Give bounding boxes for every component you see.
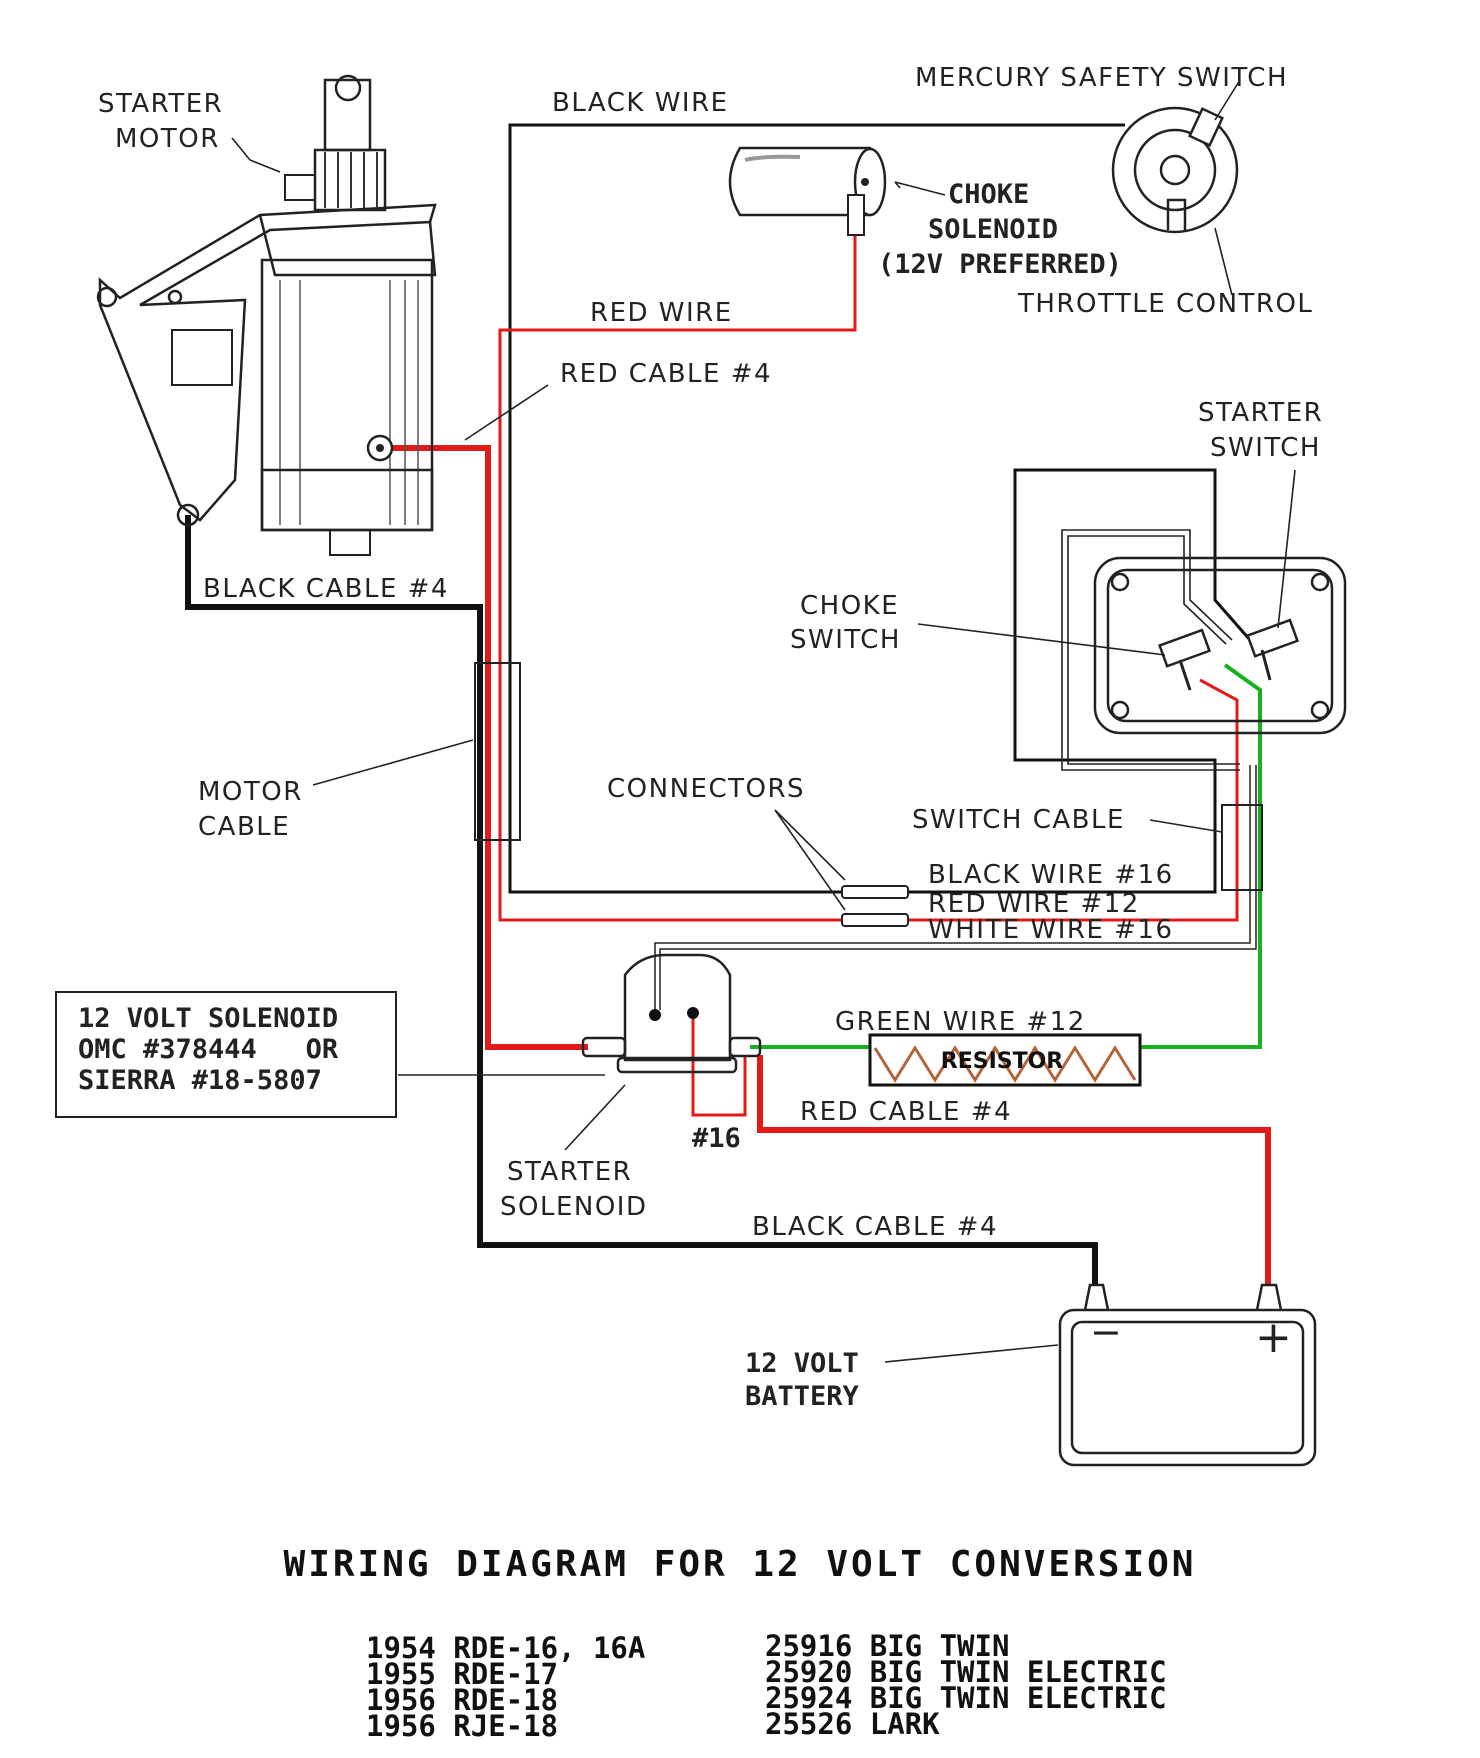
- solenoid-info-box: [55, 991, 397, 1118]
- choke-switch-label-2: SWITCH: [790, 625, 901, 655]
- choke-solenoid-label-3: (12V PREFERRED): [878, 249, 1122, 280]
- green-wire-12-label: GREEN WIRE #12: [835, 1007, 1086, 1037]
- model-right-1: 25920 BIG TWIN ELECTRIC: [765, 1655, 1167, 1689]
- red-cable-4-top: [392, 445, 588, 1050]
- model-right-2: 25924 BIG TWIN ELECTRIC: [765, 1681, 1167, 1715]
- starter-motor-label-1: STARTER: [98, 89, 223, 119]
- black-wire-top-label: BLACK WIRE: [552, 88, 729, 118]
- diagram-title: WIRING DIAGRAM FOR 12 VOLT CONVERSION: [284, 1544, 1197, 1585]
- resistor-zigzag: [873, 1045, 1137, 1083]
- mercury-safety-switch-label: MERCURY SAFETY SWITCH: [915, 63, 1288, 93]
- model-left-1: 1955 RDE-17: [366, 1657, 558, 1691]
- switch-loop-outer: [1061, 529, 1240, 771]
- starter-switch-label-1: STARTER: [1198, 398, 1323, 428]
- starter-solenoid-label-1: STARTER: [507, 1157, 632, 1187]
- switch-loop-inner: [1067, 535, 1240, 765]
- hash-16-label: #16: [692, 1123, 741, 1154]
- resistor: RESISTOR: [868, 1033, 1142, 1087]
- pointer-lines: [231, 79, 1296, 1363]
- choke-solenoid-label-1: CHOKE: [948, 179, 1029, 210]
- motor-cable-sheath: [474, 662, 521, 841]
- starter-motor: [96, 74, 437, 556]
- starter-switch-label-2: SWITCH: [1210, 433, 1321, 463]
- model-left-2: 1956 RDE-18: [366, 1683, 558, 1717]
- black-cable-4-left-label: BLACK CABLE #4: [203, 574, 449, 604]
- switch-plate: [1093, 556, 1347, 735]
- black-wire-top: [508, 123, 1125, 894]
- black-cable-4-bottom-label: BLACK CABLE #4: [752, 1212, 998, 1242]
- model-left-0: 1954 RDE-16, 16A: [366, 1631, 645, 1665]
- model-right-0: 25916 BIG TWIN: [765, 1629, 1009, 1663]
- red-wire-top: [498, 235, 857, 922]
- white-wire-16-label: WHITE WIRE #16: [928, 915, 1174, 945]
- battery-minus-sign: −: [1090, 1310, 1123, 1354]
- starter-solenoid-label-2: SOLENOID: [500, 1192, 647, 1222]
- wires: [185, 123, 1271, 1285]
- solenoid-box-line2: OMC #378444 OR: [78, 1034, 339, 1065]
- throttle-control-label: THROTTLE CONTROL: [1017, 289, 1313, 319]
- choke-solenoid: [728, 146, 887, 236]
- solenoid-box-line1: 12 VOLT SOLENOID: [78, 1003, 338, 1034]
- switch-cable-label: SWITCH CABLE: [912, 805, 1125, 835]
- red-wire-12: [905, 678, 1239, 922]
- connectors: [841, 885, 909, 927]
- resistor-label: RESISTOR: [941, 1049, 1064, 1074]
- red-wire-12-label: RED WIRE #12: [928, 889, 1140, 919]
- battery-label-2: BATTERY: [745, 1381, 860, 1412]
- solenoid-box-line3: SIERRA #18-5807: [78, 1065, 322, 1096]
- black-cable-4: [185, 515, 1098, 1285]
- battery-plus-sign: +: [1255, 1312, 1293, 1363]
- green-wire-12b: [1140, 663, 1262, 1049]
- red-wire-16: [691, 1015, 747, 1117]
- model-left-3: 1956 RJE-18: [366, 1709, 558, 1743]
- starter-solenoid: [581, 953, 762, 1074]
- motor-cable-label-1: MOTOR: [198, 777, 303, 807]
- models-right-list: 25916 BIG TWIN 25920 BIG TWIN ELECTRIC 2…: [765, 1629, 1167, 1741]
- connectors-label: CONNECTORS: [607, 774, 805, 804]
- mercury-safety-switch: [1111, 106, 1239, 234]
- white-wire-16b: [659, 765, 1257, 1010]
- choke-switch-label-1: CHOKE: [800, 591, 899, 621]
- motor-cable-label-2: CABLE: [198, 812, 290, 842]
- model-right-3: 25526 LARK: [765, 1707, 940, 1741]
- labels: STARTER MOTOR BLACK WIRE MERCURY SAFETY …: [98, 63, 1323, 1412]
- models-left-list: 1954 RDE-16, 16A 1955 RDE-17 1956 RDE-18…: [366, 1631, 645, 1743]
- starter-motor-label-2: MOTOR: [115, 124, 220, 154]
- battery: − +: [1058, 1283, 1317, 1467]
- battery-label-1: 12 VOLT: [745, 1348, 859, 1379]
- red-cable-4-bottom: [757, 1055, 1271, 1285]
- switch-cable-sheath: [1221, 804, 1263, 891]
- black-wire-16-label: BLACK WIRE #16: [928, 860, 1174, 890]
- red-wire-top-label: RED WIRE: [590, 298, 733, 328]
- red-cable-4-bottom-label: RED CABLE #4: [800, 1097, 1012, 1127]
- white-wire-16: [654, 765, 1251, 1010]
- black-wire-16: [905, 468, 1252, 894]
- red-cable-4-top-label: RED CABLE #4: [560, 359, 772, 389]
- choke-solenoid-label-2: SOLENOID: [928, 214, 1058, 245]
